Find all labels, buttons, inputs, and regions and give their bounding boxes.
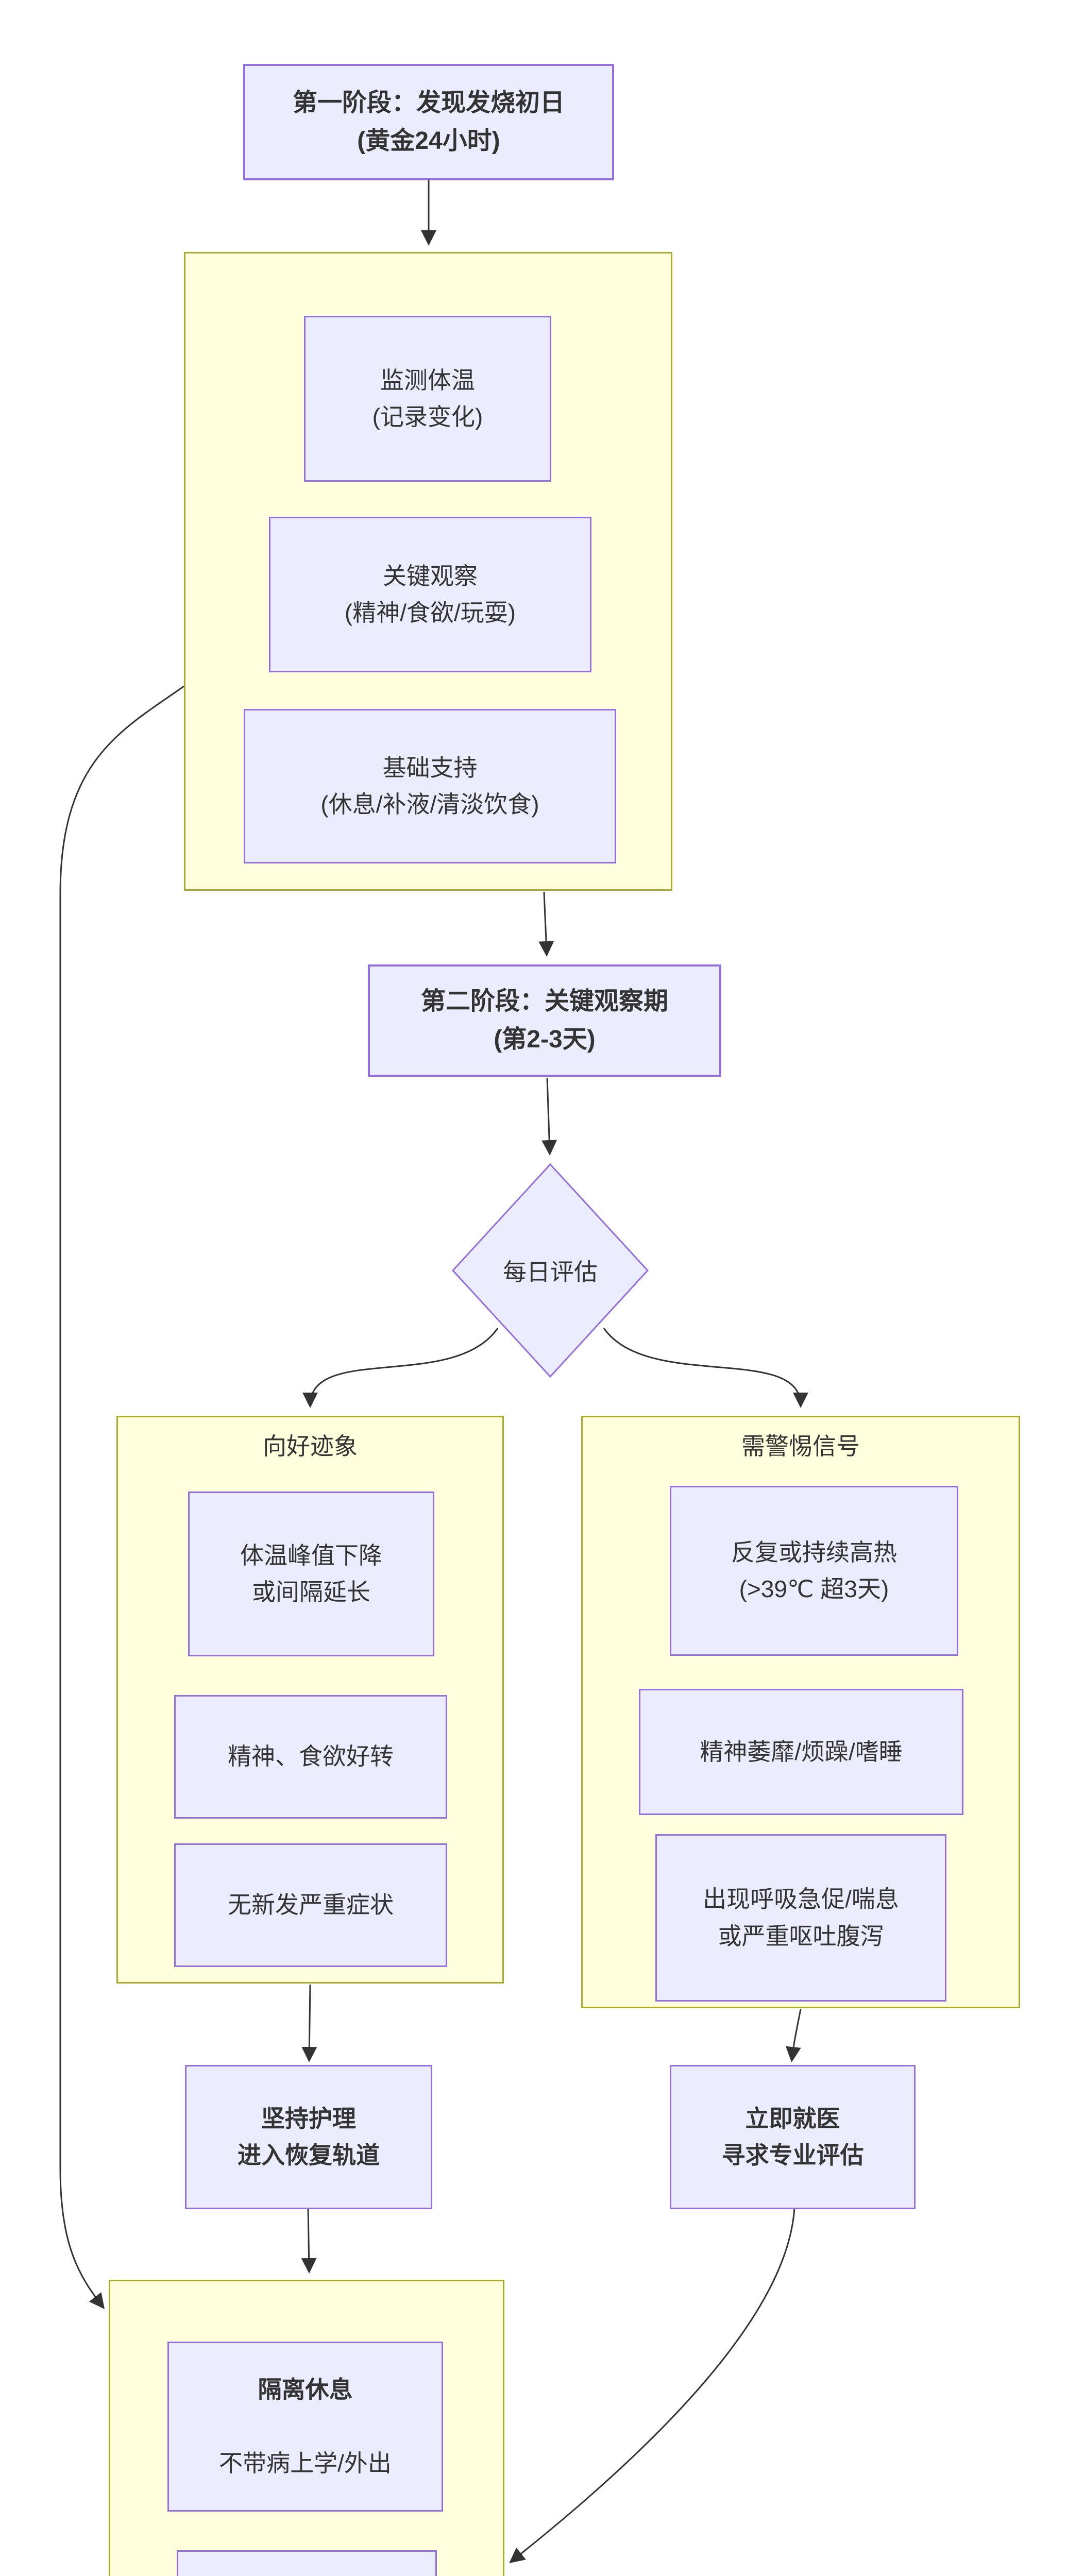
- edge-continue-to-recovery: [301, 2207, 317, 2274]
- node-stage1: 第一阶段：发现发烧初日 (黄金24小时): [243, 64, 614, 180]
- edge-decision-to-good: [302, 1328, 499, 1408]
- node-continue-care: 坚持护理 进入恢复轨道: [185, 2065, 432, 2209]
- node-monitor-temp: 监测体温 (记录变化): [304, 316, 551, 482]
- edge-good-to-continue: [301, 1984, 317, 2062]
- node-lethargy: 精神萎靡/烦躁/嗜睡: [639, 1689, 963, 1815]
- node-persistent-fever: 反复或持续高热 (>39℃ 超3天): [670, 1486, 958, 1656]
- node-temp-peak-down: 体温峰值下降 或间隔延长: [188, 1492, 434, 1656]
- edge-phase1-to-stage2: [538, 891, 554, 957]
- edge-seek-to-recovery: [509, 2207, 795, 2564]
- edge-decision-to-warning: [603, 1328, 808, 1408]
- node-seek-doctor: 立即就医 寻求专业评估: [670, 2065, 916, 2209]
- cluster-good-signs-title: 向好迹象: [263, 1433, 358, 1460]
- node-breathing-vomit: 出现呼吸急促/喘息 或严重呕吐腹泻: [655, 1834, 946, 2002]
- edge-warning-to-seek: [785, 2009, 802, 2062]
- edge-phase1-to-recovery-loop: [59, 685, 184, 2309]
- edge-stage2-to-decision: [541, 1077, 557, 1156]
- node-key-observe: 关键观察 (精神/食欲/玩耍): [269, 517, 591, 672]
- node-isolate-rest-sub: 不带病上学/外出: [219, 2449, 392, 2477]
- cluster-warning-signs-title: 需警惕信号: [741, 1433, 860, 1460]
- node-scientific-medicine: 科学用药 遵医嘱或说明书 不叠加、不过度: [177, 2550, 437, 2576]
- node-isolate-rest: 隔离休息 不带病上学/外出: [167, 2342, 443, 2512]
- node-stage2: 第二阶段：关键观察期 (第2-3天): [368, 964, 721, 1077]
- decision-diamond-shape: [451, 1163, 649, 1378]
- node-daily-assess: 每日评估: [503, 1259, 598, 1285]
- node-spirit-better: 精神、食欲好转: [174, 1695, 447, 1819]
- node-basic-support: 基础支持 (休息/补液/清淡饮食): [244, 709, 616, 863]
- node-isolate-rest-title: 隔离休息: [258, 2376, 353, 2403]
- node-no-new-symptoms: 无新发严重症状: [174, 1843, 447, 1967]
